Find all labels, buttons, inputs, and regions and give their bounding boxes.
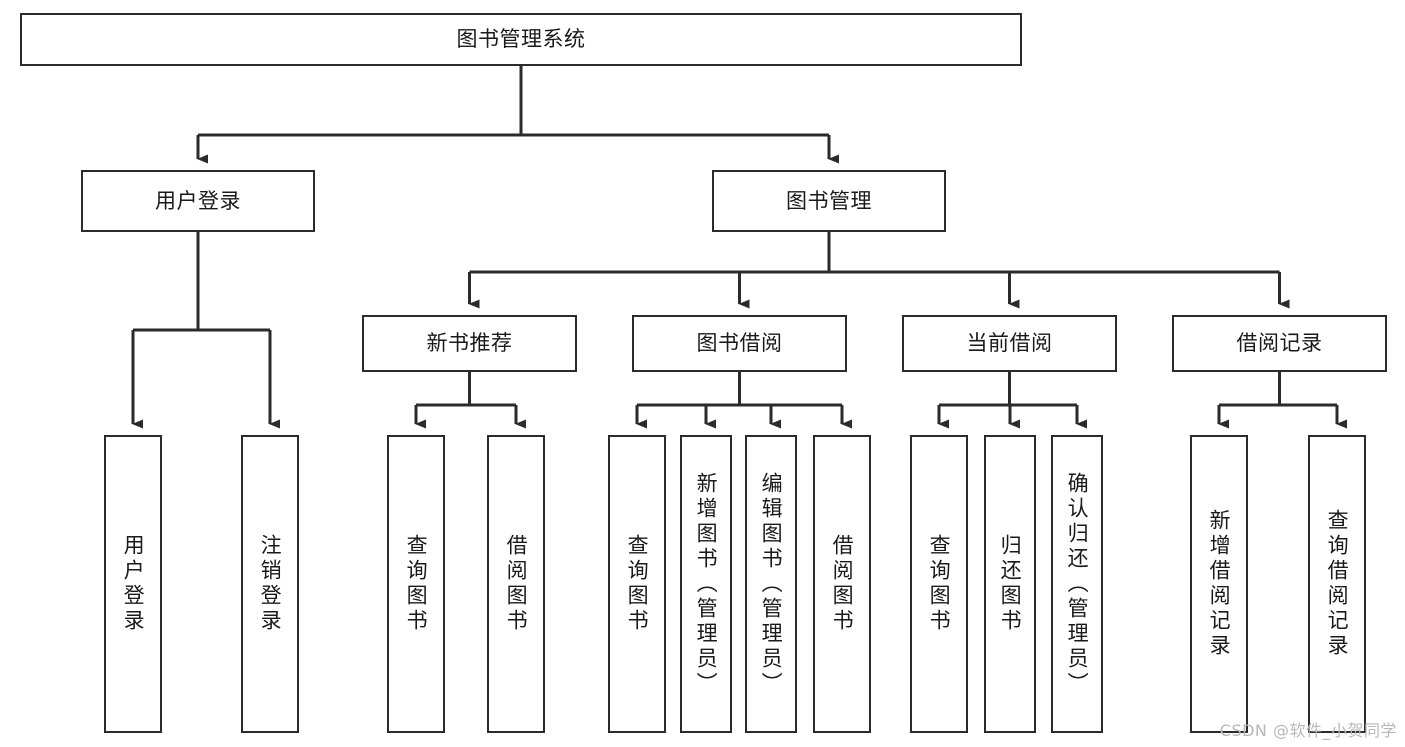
node-label: 编辑图书（管理员）: [759, 471, 784, 697]
node-label: 查询借阅记录: [1325, 509, 1350, 659]
node-borrow[interactable]: 图书借阅: [632, 315, 847, 372]
node-leaf-borrow-lend[interactable]: 借阅图书: [813, 435, 871, 733]
node-label: 借阅记录: [1236, 331, 1323, 356]
node-current[interactable]: 当前借阅: [902, 315, 1117, 372]
node-label: 借阅图书: [504, 534, 529, 634]
node-leaf-borrow-add[interactable]: 新增图书（管理员）: [680, 435, 732, 733]
node-leaf-borrow-query[interactable]: 查询图书: [608, 435, 666, 733]
node-label: 图书借阅: [696, 331, 783, 356]
node-label: 用户登录: [155, 188, 241, 213]
node-bookmgmt[interactable]: 图书管理: [712, 170, 946, 232]
node-label: 新增借阅记录: [1207, 509, 1232, 659]
node-leaf-borrow-edit[interactable]: 编辑图书（管理员）: [745, 435, 797, 733]
node-root[interactable]: 图书管理系统: [20, 13, 1022, 66]
node-leaf-current-confirm[interactable]: 确认归还（管理员）: [1051, 435, 1103, 733]
node-label: 图书管理系统: [456, 27, 586, 52]
node-label: 新增图书（管理员）: [694, 471, 719, 697]
node-login[interactable]: 用户登录: [81, 170, 315, 232]
node-label: 归还图书: [998, 534, 1023, 634]
node-label: 查询图书: [927, 534, 952, 634]
node-leaf-record-query[interactable]: 查询借阅记录: [1308, 435, 1366, 733]
node-newbook[interactable]: 新书推荐: [362, 315, 577, 372]
node-records[interactable]: 借阅记录: [1172, 315, 1387, 372]
node-label: 确认归还（管理员）: [1065, 471, 1090, 697]
node-label: 图书管理: [786, 188, 872, 213]
node-label: 用户登录: [121, 534, 146, 634]
node-label: 查询图书: [404, 534, 429, 634]
node-label: 借阅图书: [830, 534, 855, 634]
node-label: 查询图书: [625, 534, 650, 634]
node-leaf-user-login[interactable]: 用户登录: [104, 435, 162, 733]
node-label: 注销登录: [258, 534, 283, 634]
node-label: 新书推荐: [426, 331, 513, 356]
node-label: 当前借阅: [966, 331, 1053, 356]
watermark-text: CSDN @软件_小贺同学: [1219, 721, 1397, 740]
node-leaf-new-query[interactable]: 查询图书: [387, 435, 445, 733]
node-leaf-new-borrow[interactable]: 借阅图书: [487, 435, 545, 733]
node-leaf-user-logout[interactable]: 注销登录: [241, 435, 299, 733]
node-leaf-current-return[interactable]: 归还图书: [984, 435, 1036, 733]
node-leaf-record-add[interactable]: 新增借阅记录: [1190, 435, 1248, 733]
node-leaf-current-query[interactable]: 查询图书: [910, 435, 968, 733]
